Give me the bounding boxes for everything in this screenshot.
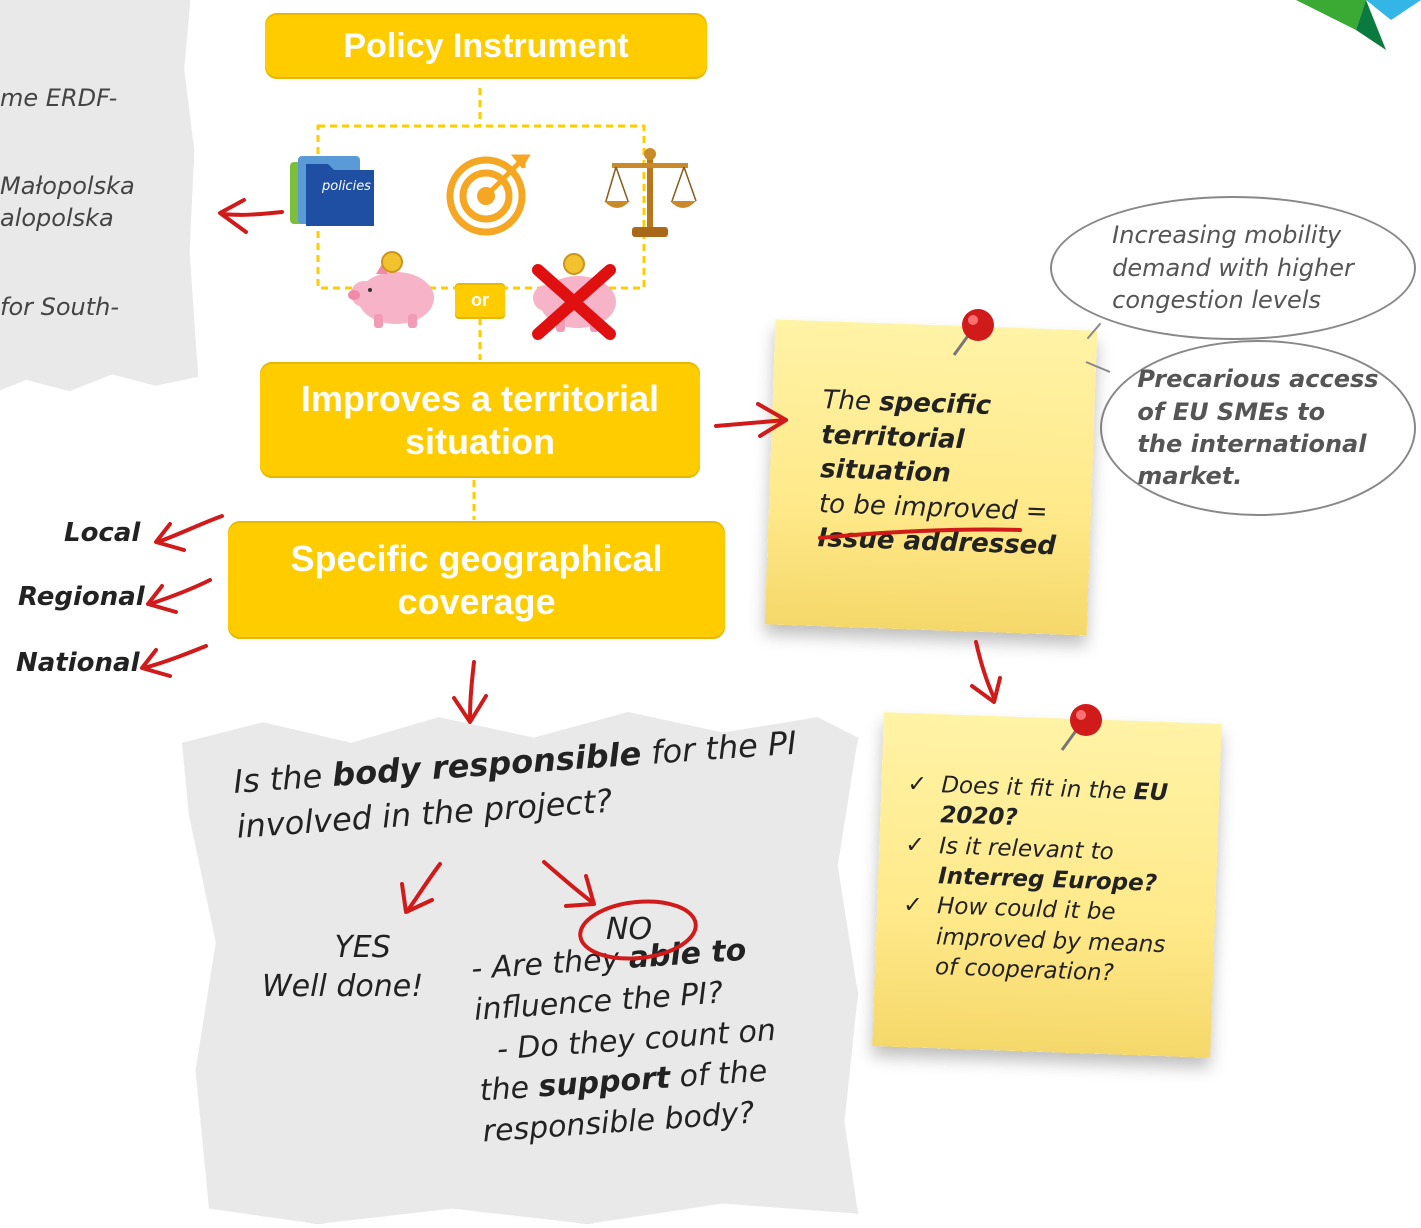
bubble-sme-access: Precarious access of EU SMEs to the inte…: [1100, 340, 1416, 516]
no-explanation: - Are they able to influence the PI? - D…: [470, 932, 777, 1150]
improves-line-1: Improves a territorial: [300, 377, 660, 419]
arrow-local: [154, 514, 224, 552]
coverage-line-2: coverage: [397, 581, 556, 622]
level-regional: Regional: [18, 582, 145, 612]
policy-instrument-box: Policy Instrument: [265, 13, 707, 79]
level-local: Local: [64, 518, 141, 548]
issue-line-2: territorial situation: [819, 419, 965, 489]
interreg-logo: [1296, 0, 1421, 56]
left-paper-line-2: Małopolska: [0, 172, 135, 200]
piggy-bank-icon: [346, 248, 442, 330]
sticky-note-issue: The specific territorial situation to be…: [764, 319, 1098, 636]
scales-icon: [602, 145, 698, 240]
arrow-to-check-note: [970, 640, 1002, 704]
left-paper-line-1: me ERDF-: [0, 84, 118, 112]
folder-icon: policies: [288, 150, 383, 232]
bottom-paper: [182, 712, 858, 1224]
pushpin-icon-2: [1048, 700, 1108, 760]
piggy-bank-crossed-icon: [526, 248, 626, 340]
target-icon: [444, 150, 534, 236]
left-paper-line-4: for South-: [0, 293, 120, 321]
geographical-coverage-box: Specific geographical coverage: [228, 521, 725, 639]
sticky-note-checks: ✓ Does it fit in the EU 2020? ✓ Is it re…: [872, 712, 1222, 1058]
arrow-regional: [146, 578, 212, 614]
policy-instrument-title: Policy Instrument: [343, 26, 629, 65]
svg-text:policies: policies: [321, 179, 371, 194]
bubble-mobility: Increasing mobility demand with higher c…: [1050, 196, 1416, 340]
left-paper-line-3: alopolska: [0, 204, 114, 232]
arrow-national: [140, 644, 208, 678]
yes-answer: YES Well done!: [262, 930, 424, 1004]
level-national: National: [16, 648, 140, 678]
coverage-line-1: Specific geographical: [290, 537, 663, 579]
pushpin-icon: [940, 305, 1000, 365]
or-label: or: [455, 283, 505, 319]
arrow-to-bottom-paper: [452, 660, 488, 724]
arrow-to-left-paper: [218, 198, 284, 234]
improves-territorial-situation-box: Improves a territorial situation: [260, 362, 700, 478]
improves-line-2: situation: [405, 421, 555, 462]
